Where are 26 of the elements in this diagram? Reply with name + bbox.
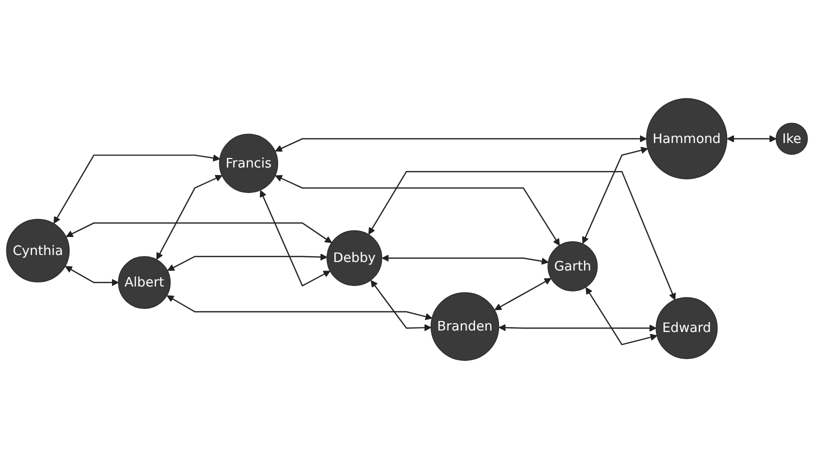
node-circle: Francis bbox=[219, 134, 278, 193]
arrow bbox=[494, 278, 552, 310]
arrow bbox=[166, 295, 432, 320]
arrow bbox=[582, 146, 648, 244]
arrow bbox=[65, 266, 119, 286]
node-circle: Hammond bbox=[646, 98, 728, 180]
arrow bbox=[260, 190, 330, 287]
arrow bbox=[156, 174, 222, 260]
arrow bbox=[382, 254, 549, 265]
arrow bbox=[370, 280, 432, 332]
arrow bbox=[167, 253, 328, 271]
arrow bbox=[498, 324, 656, 332]
arrow bbox=[368, 170, 676, 300]
arrow bbox=[275, 135, 647, 152]
node-circle: Edward bbox=[656, 297, 718, 360]
arrow bbox=[66, 222, 332, 244]
node-circle: Ike bbox=[776, 122, 808, 155]
node-circle: Garth bbox=[548, 241, 598, 292]
arrow bbox=[275, 175, 560, 246]
node-circle: Branden bbox=[430, 292, 500, 361]
arrow bbox=[54, 154, 220, 224]
node-circle: Debby bbox=[326, 230, 382, 286]
node-circle: Cynthia bbox=[6, 218, 70, 282]
arrow bbox=[726, 135, 776, 142]
node-circle: Albert bbox=[118, 256, 171, 309]
arrow bbox=[586, 287, 658, 346]
